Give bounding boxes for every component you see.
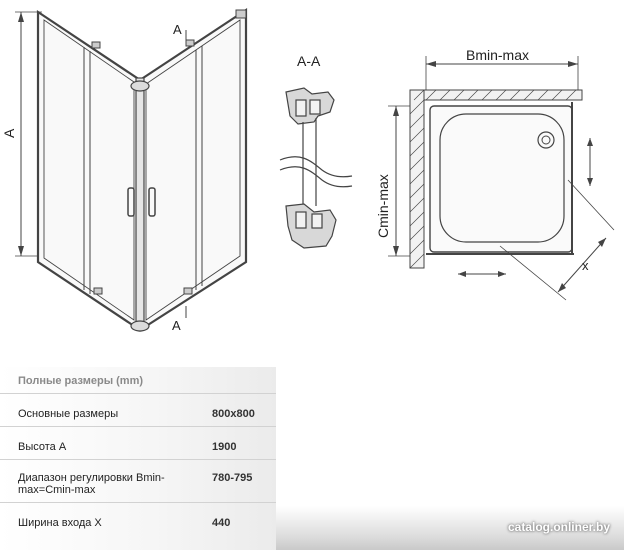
spec-row-name: Ширина входа X <box>18 517 102 529</box>
dimension-label-x: x <box>582 258 589 273</box>
section-aa-profile <box>279 87 353 249</box>
technical-drawing: A A A A-A <box>1 7 615 333</box>
spec-row-value: 1900 <box>212 441 237 453</box>
table-row: Основные размеры 800x800 <box>0 393 276 427</box>
enclosure-perspective-view <box>15 7 248 333</box>
dimension-label-cmin-max: Cmin-max <box>375 174 391 238</box>
watermark: catalog.onliner.by <box>507 520 610 534</box>
spec-row-name-line1: Диапазон регулировки Bmin- <box>18 472 165 484</box>
section-marker-bottom-label: A <box>172 318 181 333</box>
spec-row-name: Основные размеры <box>18 408 119 420</box>
spec-row-name-line2: max=Cmin-max <box>18 484 96 496</box>
footer-gradient-bar <box>276 506 624 550</box>
table-row: Ширина входа X 440 <box>0 502 276 551</box>
spec-row-value: 780-795 <box>212 472 253 484</box>
specification-table: Полные размеры (mm) Основные размеры 800… <box>0 367 276 550</box>
section-aa-label: A-A <box>297 53 321 69</box>
spec-row-value: 440 <box>212 517 231 529</box>
spec-row-name: Высота A <box>18 441 67 453</box>
dimension-label-a: A <box>1 128 17 138</box>
spec-row-value: 800x800 <box>212 408 255 420</box>
table-row: Высота A 1900 <box>0 426 276 460</box>
table-row: Диапазон регулировки Bmin- max=Cmin-max … <box>0 459 276 503</box>
dimension-label-bmin-max: Bmin-max <box>466 47 529 63</box>
section-marker-top-label: A <box>173 22 182 37</box>
plan-view <box>388 56 615 301</box>
spec-title: Полные размеры (mm) <box>18 375 144 387</box>
